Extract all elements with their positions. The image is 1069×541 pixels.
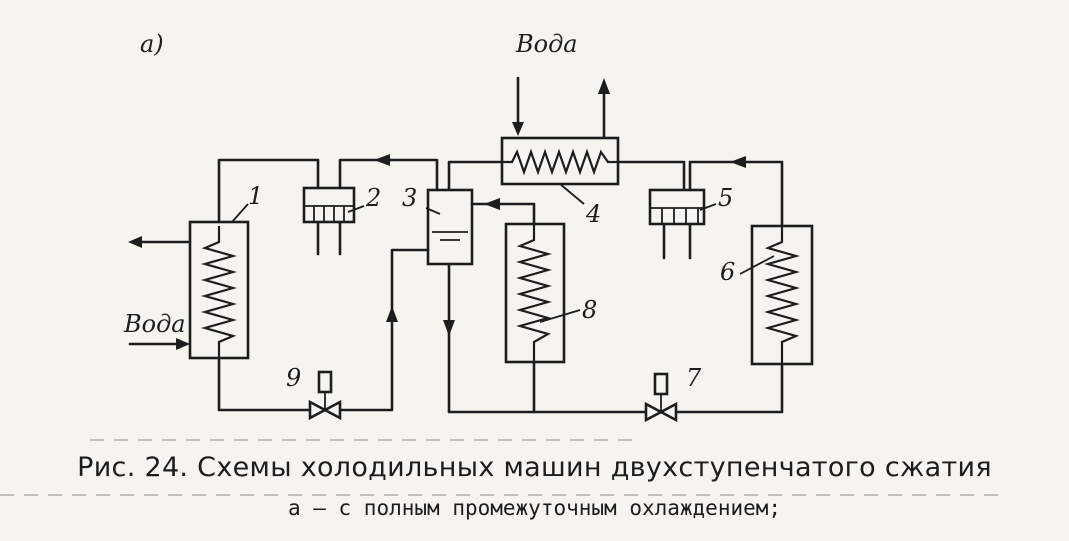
label-1: 1	[248, 182, 263, 210]
leader-5	[699, 203, 717, 211]
line-9-to-3	[338, 248, 430, 412]
line-4-to-3	[447, 160, 504, 192]
arrow-3-to-2	[374, 154, 390, 166]
line-8-to-junction	[532, 360, 648, 414]
valve-7-head	[653, 372, 669, 396]
label-8: 8	[582, 296, 597, 324]
line-5-to-4	[616, 160, 686, 192]
intermediate-vessel-3	[426, 188, 474, 266]
label-3: 3	[402, 184, 417, 212]
valve-7-b	[658, 401, 678, 423]
figure-caption-title: Рис. 24. Схемы холодильных машин двухсту…	[77, 452, 992, 483]
water-out-left-arrowhead	[128, 236, 142, 248]
leader-3	[425, 207, 441, 215]
water-label-top: Вода	[515, 30, 578, 58]
compressor-5	[648, 188, 706, 226]
leader-1	[231, 203, 249, 223]
valve-9	[308, 399, 328, 421]
label-7: 7	[686, 364, 702, 392]
condenser-1-coil	[200, 226, 238, 358]
panel-label: а)	[140, 30, 164, 58]
arrow-9-to-3	[386, 306, 398, 322]
leader-4	[559, 183, 585, 205]
water-in-left-arrowhead	[176, 338, 190, 350]
arrow-6-to-5	[730, 156, 746, 168]
figure-caption-subtitle: а — с полным промежуточным охлаждением;	[287, 496, 782, 520]
label-4: 4	[585, 200, 601, 228]
label-5: 5	[718, 184, 733, 212]
line-1-to-9	[217, 356, 312, 412]
leader-6	[739, 255, 775, 275]
water-label-left: Вода	[123, 310, 186, 338]
line-7-to-6	[674, 362, 784, 414]
water-in-arrowhead	[512, 122, 524, 136]
evaporator-8-coil	[515, 224, 553, 362]
leader-8	[539, 309, 581, 323]
evaporator-6-coil	[763, 226, 801, 364]
valve-9-b	[322, 399, 342, 421]
valve-9-head	[317, 370, 333, 394]
arrow-3-down	[443, 320, 455, 336]
label-9: 9	[286, 364, 301, 392]
label-2: 2	[365, 184, 381, 212]
line-3-to-8	[470, 202, 536, 226]
evaporator-8	[504, 222, 566, 364]
leader-2	[347, 205, 365, 213]
water-out-arrowhead	[598, 78, 610, 94]
compressor-2	[302, 186, 356, 224]
arrow-to-3	[484, 198, 500, 210]
condenser-4-coil	[502, 148, 618, 176]
valve-7	[644, 401, 664, 423]
line-3-to-7	[447, 262, 536, 414]
label-6: 6	[720, 258, 735, 286]
line-2-to-1	[217, 158, 320, 224]
